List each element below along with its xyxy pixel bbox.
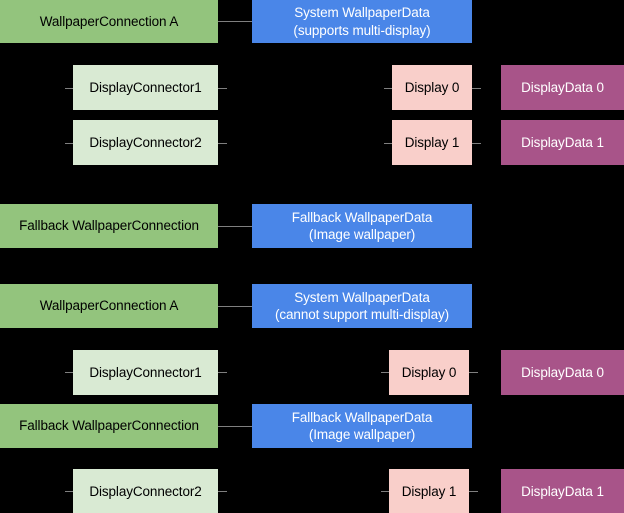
connector-line [472, 88, 481, 89]
connector-line [218, 491, 227, 492]
connector-line [65, 143, 74, 144]
connector-line [65, 88, 74, 89]
connector-line [218, 426, 252, 427]
connector-line [65, 372, 74, 373]
connector-line [65, 491, 74, 492]
node-wallpaper-connection-a-mid: WallpaperConnection A [0, 284, 218, 328]
node-displaydata-0-bottom: DisplayData 0 [501, 350, 624, 395]
connector-line [218, 143, 227, 144]
node-display-connector-1-bottom: DisplayConnector1 [73, 350, 218, 395]
node-display-connector-2-top: DisplayConnector2 [73, 120, 218, 165]
connector-line [469, 491, 478, 492]
node-display-1-bottom: Display 1 [389, 469, 469, 513]
connector-line [381, 491, 390, 492]
node-fallback-connection-mid: Fallback WallpaperConnection [0, 204, 218, 248]
connector-line [381, 372, 390, 373]
node-display-connector-1-top: DisplayConnector1 [73, 65, 218, 110]
node-fallback-connection-bottom: Fallback WallpaperConnection [0, 404, 218, 448]
connector-line [469, 372, 478, 373]
connector-line [218, 372, 227, 373]
node-system-wallpaperdata-multi: System WallpaperData (supports multi-dis… [252, 0, 472, 43]
connector-line [218, 88, 227, 89]
connector-line [218, 306, 252, 307]
node-displaydata-0-top: DisplayData 0 [501, 65, 624, 110]
node-displaydata-1-bottom: DisplayData 1 [501, 469, 624, 513]
node-fallback-wallpaperdata-bottom: Fallback WallpaperData (Image wallpaper) [252, 404, 472, 448]
node-display-1-top: Display 1 [392, 120, 472, 165]
connector-line [384, 88, 393, 89]
node-system-wallpaperdata-nomulti: System WallpaperData (cannot support mul… [252, 284, 472, 328]
connector-line [218, 226, 252, 227]
node-displaydata-1-top: DisplayData 1 [501, 120, 624, 165]
connector-line [472, 143, 481, 144]
node-wallpaper-connection-a-top: WallpaperConnection A [0, 0, 218, 43]
node-display-0-bottom: Display 0 [389, 350, 469, 395]
node-display-0-top: Display 0 [392, 65, 472, 110]
connector-line [384, 143, 393, 144]
connector-line [218, 21, 252, 22]
node-display-connector-2-bottom: DisplayConnector2 [73, 469, 218, 513]
node-fallback-wallpaperdata-mid: Fallback WallpaperData (Image wallpaper) [252, 204, 472, 248]
